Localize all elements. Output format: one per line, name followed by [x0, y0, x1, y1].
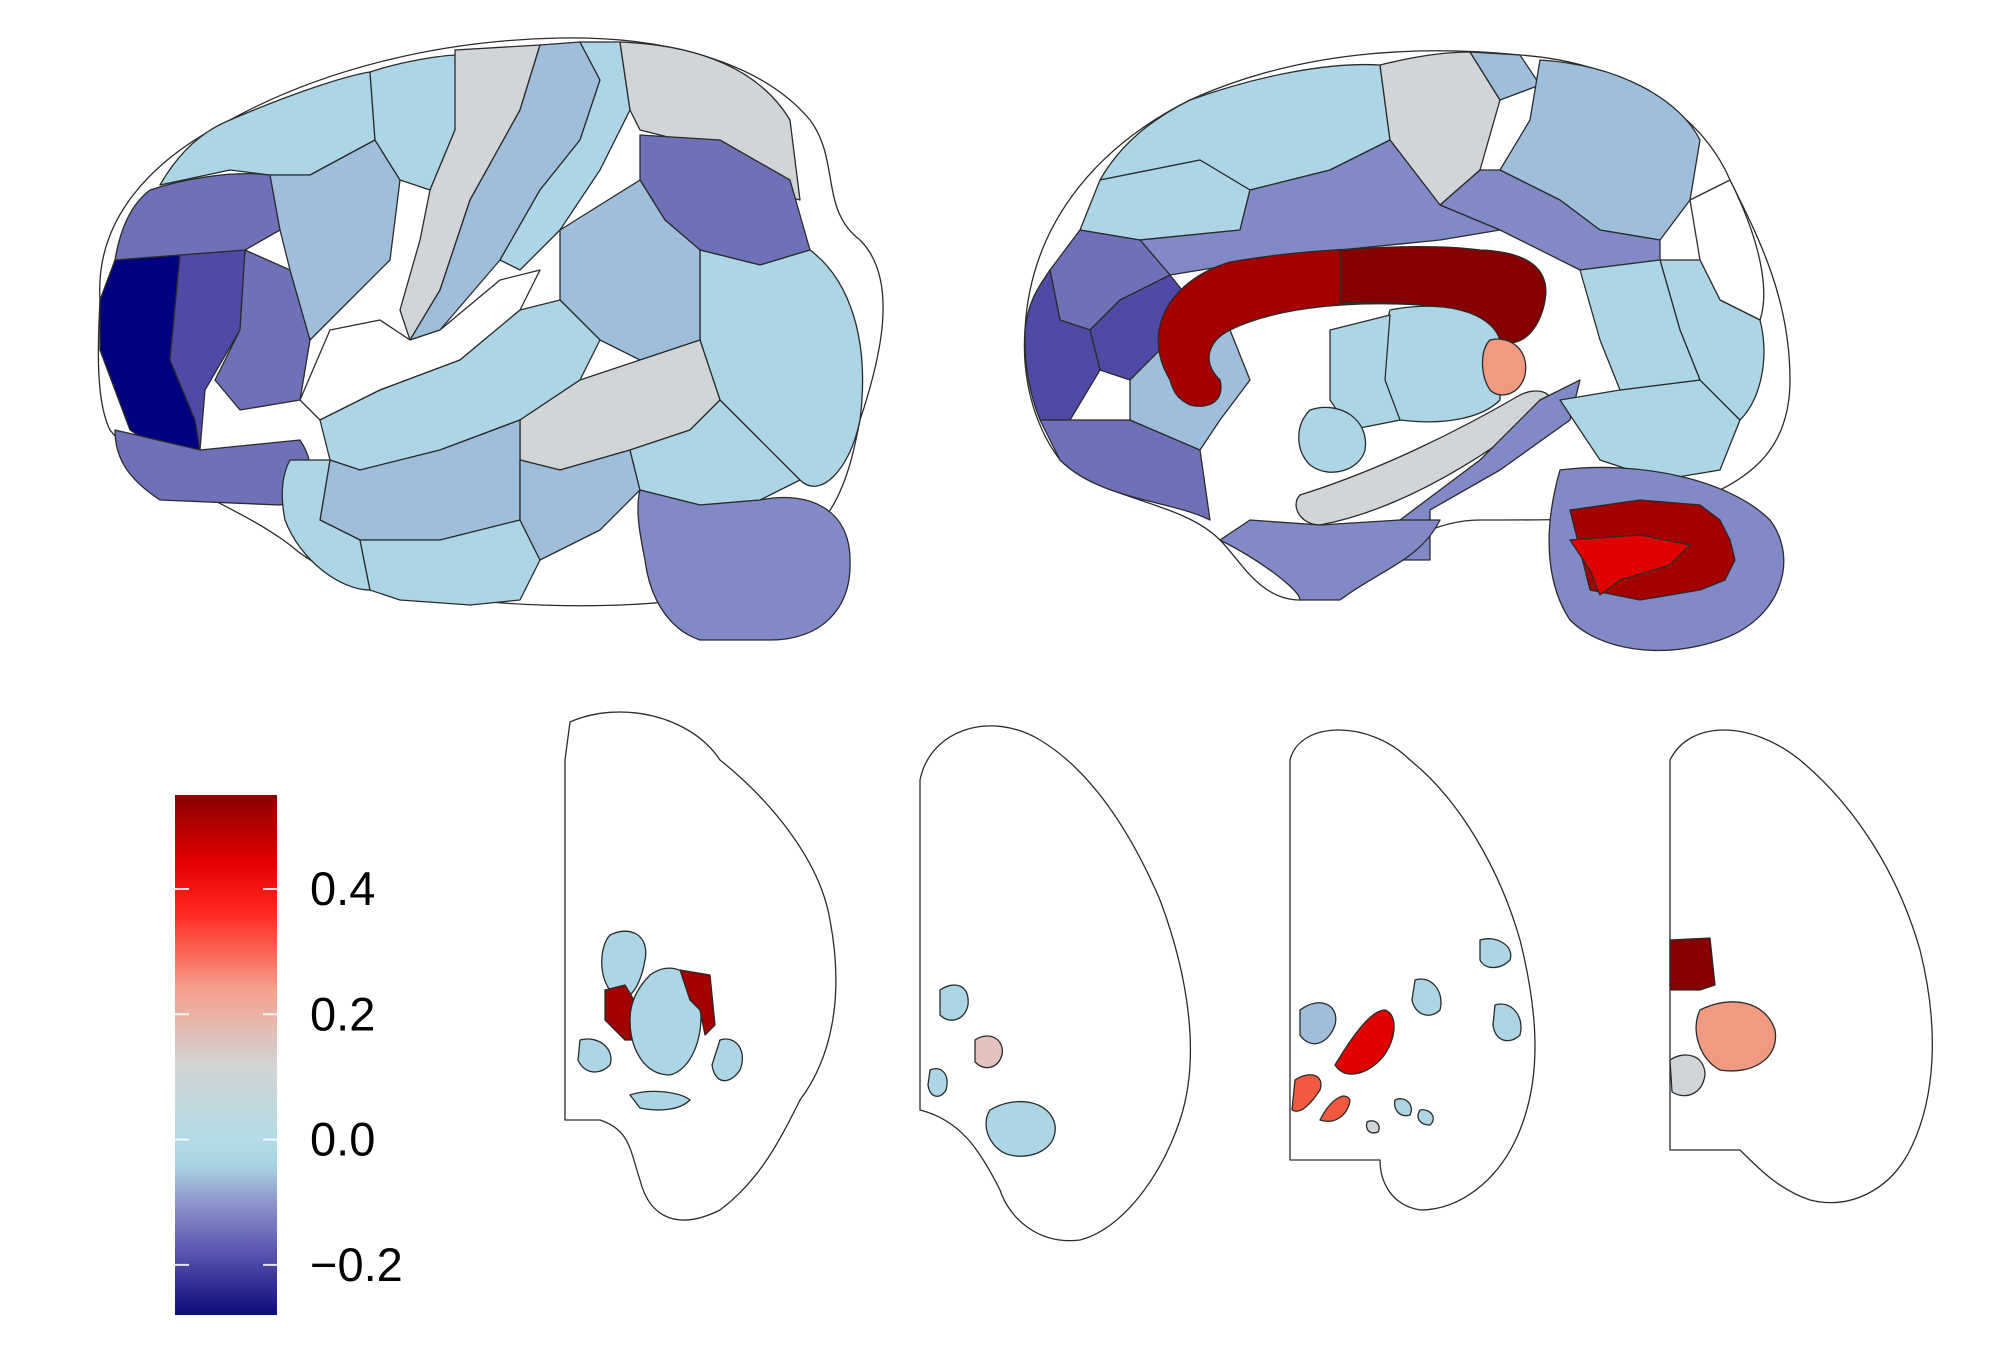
slice-1-hippocampus-left [577, 1038, 612, 1073]
slice-3-region-blue-small-2 [1417, 1109, 1434, 1126]
region-cerebellum-white [1569, 534, 1691, 596]
colorbar: 0.4 0.2 0.0 −0.2 [175, 795, 403, 1315]
slice-2-outline [919, 725, 1192, 1242]
region-inferior-temporal-post [519, 449, 641, 561]
region-pericalcarine [1659, 259, 1765, 421]
lateral-brain-view [97, 37, 884, 641]
slice-4-outline [1669, 729, 1933, 1204]
region-posterior-cingulate-upper [1439, 169, 1661, 271]
slice-3-putamen-mid [1411, 978, 1442, 1016]
slice-4-region-grey [1669, 1054, 1706, 1097]
region-frontal-pole-medial [1024, 269, 1101, 421]
colorbar-tick-label: 0.4 [310, 862, 375, 915]
colorbar-tick-label: 0.2 [310, 987, 375, 1040]
slice-3-outline [1289, 729, 1536, 1211]
slice-1-outline [564, 711, 837, 1221]
slice-1-amygdala [629, 1090, 691, 1111]
region-corpus-callosum-posterior [1339, 245, 1547, 344]
slice-3-putamen-right [1492, 1003, 1522, 1042]
coronal-slice-1 [564, 711, 837, 1221]
slice-3-region-red [1334, 1009, 1395, 1075]
region-caudal-middle-frontal [269, 139, 401, 341]
slice-1-hippocampus-right [711, 1038, 744, 1082]
region-orbital-inferior [1039, 419, 1211, 521]
slice-3-caudate [1479, 938, 1512, 969]
colorbar-tick-label: −0.2 [310, 1238, 403, 1291]
region-midbrain [1298, 406, 1367, 473]
colorbar-ticks: 0.4 0.2 0.0 −0.2 [175, 862, 403, 1291]
slice-3-region-orange [1291, 1074, 1322, 1112]
slice-3-region-grey-small [1365, 1120, 1380, 1134]
coronal-slice-2 [919, 725, 1192, 1242]
slice-1-caudate [601, 930, 647, 999]
slice-3-region-grey [1299, 1002, 1337, 1045]
region-cuneus [1579, 259, 1701, 391]
medial-brain-view [1023, 50, 1791, 651]
colorbar-tick-label: 0.0 [310, 1113, 375, 1166]
colorbar-gradient [175, 795, 277, 1315]
slice-4-region-maroon [1669, 937, 1716, 991]
region-cerebellum [637, 489, 851, 641]
region-inferior-temporal [359, 519, 541, 606]
region-orbitofrontal [114, 429, 311, 506]
coronal-slice-3 [1289, 729, 1536, 1211]
slice-2-region-mid-pink [974, 1035, 1003, 1069]
region-lateral-occipital [699, 249, 864, 487]
slice-4-region-pink [1695, 1001, 1777, 1072]
region-pallidum-small [1481, 338, 1527, 396]
region-precentral-upper [369, 54, 461, 191]
slice-2-region-upper [939, 984, 969, 1021]
region-hypothalamus [1329, 314, 1401, 431]
slice-2-region-left [927, 1068, 948, 1097]
coronal-slice-4 [1669, 729, 1933, 1204]
slice-2-region-lower [985, 1100, 1056, 1157]
region-fusiform-medial [1219, 519, 1441, 601]
slice-3-region-orange-2 [1319, 1095, 1351, 1122]
slice-1-putamen-right [679, 969, 716, 1036]
slice-3-region-blue-small-1 [1394, 1098, 1412, 1117]
